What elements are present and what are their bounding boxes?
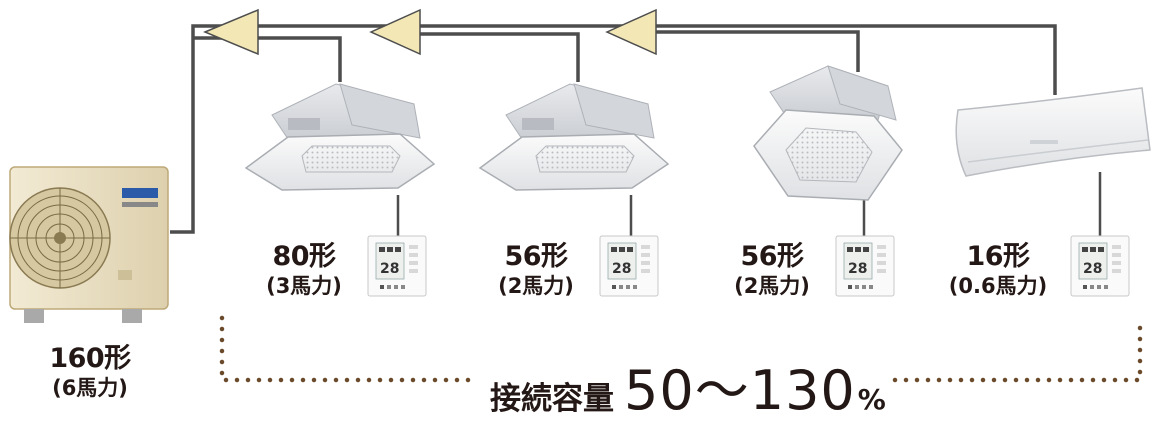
outdoor-size-label: 160形 bbox=[49, 343, 131, 374]
connection-capacity: 接続容量 50〜130 % bbox=[490, 346, 886, 422]
indoor-2-size-label: 56形 bbox=[504, 241, 568, 272]
indoor-unit-2-label: 56形 (2馬力) bbox=[476, 243, 596, 297]
flow-arrow-2 bbox=[369, 8, 421, 56]
outdoor-hp-label: (6馬力) bbox=[52, 376, 128, 400]
capacity-value: 50〜130 bbox=[624, 359, 856, 422]
indoor-1-size-label: 80形 bbox=[272, 241, 336, 272]
capacity-bracket bbox=[219, 315, 1143, 383]
outdoor-unit-label: 160形 (6馬力) bbox=[20, 345, 160, 399]
indoor-unit-1 bbox=[244, 83, 436, 191]
indoor-4-size-label: 16形 bbox=[966, 241, 1030, 272]
indoor-unit-2 bbox=[478, 83, 670, 191]
indoor-1-hp-label: (3馬力) bbox=[266, 274, 342, 298]
capacity-unit: % bbox=[857, 383, 886, 416]
indoor-unit-4 bbox=[955, 87, 1151, 177]
indoor-4-hp-label: (0.6馬力) bbox=[948, 274, 1048, 298]
indoor-2-hp-label: (2馬力) bbox=[498, 274, 574, 298]
indoor-unit-1-label: 80形 (3馬力) bbox=[244, 243, 364, 297]
indoor-3-size-label: 56形 bbox=[740, 241, 804, 272]
outdoor-unit bbox=[9, 166, 169, 323]
indoor-3-hp-label: (2馬力) bbox=[734, 274, 810, 298]
flow-arrows bbox=[203, 8, 657, 56]
brand-badge bbox=[122, 188, 158, 198]
remote-display-2: 28 bbox=[612, 261, 631, 277]
capacity-label: 接続容量 bbox=[490, 381, 614, 417]
flow-arrow-1 bbox=[203, 8, 259, 56]
remote-display-1: 28 bbox=[380, 261, 399, 277]
remote-display-4: 28 bbox=[1083, 261, 1102, 277]
flow-arrow-3 bbox=[605, 8, 657, 56]
indoor-unit-3 bbox=[753, 65, 903, 201]
remote-display-3: 28 bbox=[848, 261, 867, 277]
indoor-unit-3-label: 56形 (2馬力) bbox=[712, 243, 832, 297]
indoor-unit-4-label: 16形 (0.6馬力) bbox=[928, 243, 1068, 297]
